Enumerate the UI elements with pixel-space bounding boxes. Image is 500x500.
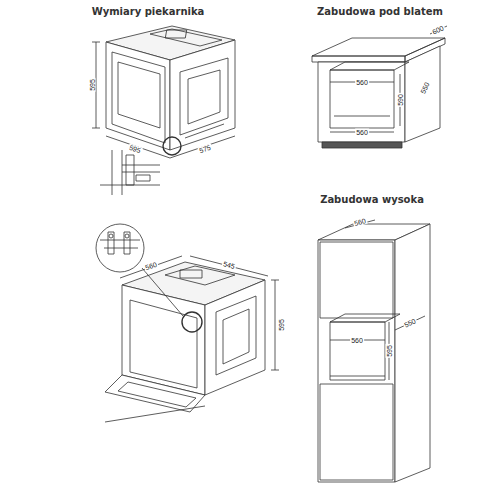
- section-heading: Zabudowa pod blatem: [316, 7, 444, 17]
- dimension-label: 575: [197, 144, 212, 155]
- dimension-label: 600: [430, 24, 445, 36]
- dimension-label: 560: [355, 129, 369, 136]
- section-heading: Wymiary piekarnika: [91, 7, 206, 17]
- tall-cabinet: [318, 220, 430, 482]
- dimension-label: 590: [397, 93, 404, 107]
- section-heading: Zabudowa wysoka: [319, 195, 425, 205]
- dimension-label: 560: [355, 79, 369, 86]
- dimension-label: 595: [386, 344, 393, 358]
- dimension-label: 595: [127, 143, 142, 154]
- oven-top-view: [92, 26, 235, 195]
- dimension-label: 560: [143, 260, 158, 271]
- dimension-label: 595: [278, 318, 285, 332]
- under-counter-cabinet: [312, 26, 447, 148]
- dimension-label: 545: [221, 260, 236, 270]
- dimension-label: 560: [350, 337, 364, 344]
- oven-open-door: [96, 224, 279, 422]
- dimension-label: 595: [89, 78, 96, 92]
